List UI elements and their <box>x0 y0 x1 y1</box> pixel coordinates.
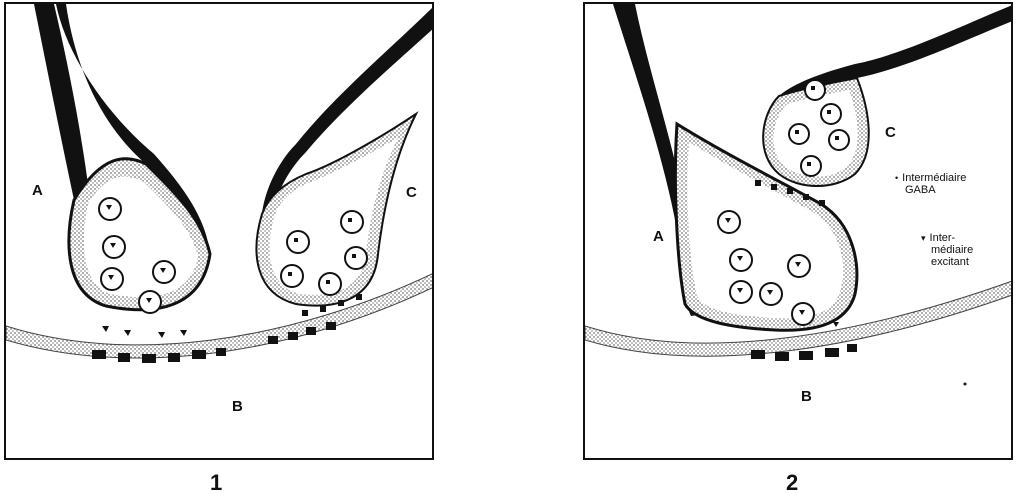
label-a: A <box>32 182 43 199</box>
label-c: C <box>406 184 417 201</box>
excitant-marker: ▾ <box>921 232 926 244</box>
label-b: B <box>801 388 812 405</box>
terminal-a-axon <box>34 4 90 200</box>
gaba-line-2: GABA <box>895 184 966 196</box>
label-b: B <box>232 398 243 415</box>
label-a: A <box>653 228 664 245</box>
panel-2: A B C • Intermédiaire GABA ▾ Inter- médiai… <box>583 2 1013 460</box>
released-excitant <box>833 322 839 327</box>
gaba-line-1: Intermédiaire <box>902 172 966 184</box>
excitant-line-2: médiaire <box>921 244 973 256</box>
synapse-diagram-1 <box>6 4 434 460</box>
panel-1: A B C <box>4 2 434 460</box>
postsynaptic-membrane-b <box>6 272 434 358</box>
label-c: C <box>885 124 896 141</box>
released-excitant <box>102 326 187 338</box>
excitant-line-1: Inter- <box>930 232 956 244</box>
excitant-line-3: excitant <box>921 256 973 268</box>
gaba-marker: • <box>895 172 898 184</box>
legend-excitant: ▾ Inter- médiaire excitant <box>921 232 973 268</box>
panel-number-2: 2 <box>786 470 798 496</box>
panel-number-1: 1 <box>210 470 222 496</box>
legend-gaba: • Intermédiaire GABA <box>895 172 966 196</box>
